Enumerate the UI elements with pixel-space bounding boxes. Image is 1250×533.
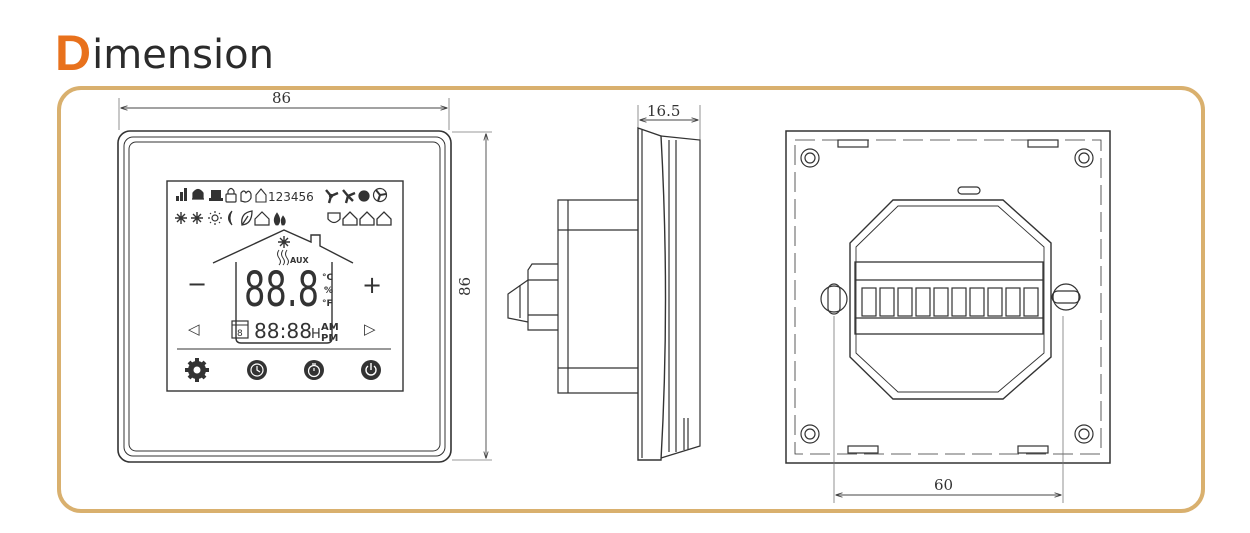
front-height-label: 86 xyxy=(456,277,474,296)
bell-icon xyxy=(192,188,204,200)
right-arrow-button: ▷ xyxy=(364,320,376,338)
unit-fahrenheit: °F xyxy=(322,299,333,309)
aux-heat-icon xyxy=(277,249,289,266)
fan-icons xyxy=(325,187,388,204)
terminal-block xyxy=(854,261,1044,335)
program-home-icon xyxy=(255,188,267,203)
unit-celsius: °C xyxy=(322,273,334,283)
moon-icon xyxy=(228,210,233,226)
hour-suffix: H xyxy=(311,327,321,342)
front-view: 123456 AU xyxy=(117,98,492,463)
lcd-window xyxy=(166,180,404,392)
back-mount-spacing-label: 60 xyxy=(934,476,953,494)
back-view xyxy=(785,130,1111,503)
terminal-screws xyxy=(861,287,1039,317)
hand-icon xyxy=(240,190,252,203)
schedule-numbers: 123456 xyxy=(268,190,314,204)
minus-button: − xyxy=(187,270,207,298)
heating-icon xyxy=(254,211,270,226)
left-arrow-button: ◁ xyxy=(188,320,200,338)
side-depth-label: 16.5 xyxy=(647,102,680,120)
main-digits: 88.8 xyxy=(244,262,319,318)
timer-icon xyxy=(304,360,324,380)
clock-icon xyxy=(247,360,267,380)
title-first-letter: D xyxy=(55,25,92,81)
sun-icon xyxy=(208,211,222,225)
calendar-icon xyxy=(231,320,249,339)
valve-icon xyxy=(211,190,221,198)
snowflake-icon xyxy=(175,212,203,224)
pm-label: PM xyxy=(321,333,338,344)
power-icon xyxy=(361,360,381,380)
title-rest: imension xyxy=(92,32,274,78)
side-view xyxy=(507,105,701,461)
leaf-icon xyxy=(241,210,253,226)
time-digits: 88:88 xyxy=(254,319,312,343)
diagram-frame xyxy=(57,86,1205,513)
am-label: AM xyxy=(321,322,339,333)
day-number: 8 xyxy=(237,329,243,339)
snowflake-top-icon xyxy=(278,236,290,248)
lock-icon xyxy=(225,193,237,203)
unit-percent: % xyxy=(324,286,333,296)
front-width-label: 86 xyxy=(272,89,291,107)
plus-button: + xyxy=(362,271,382,299)
aux-label: AUX xyxy=(290,256,309,265)
gear-icon xyxy=(185,358,209,382)
house-outline xyxy=(212,229,354,264)
shield-icon xyxy=(327,212,341,224)
